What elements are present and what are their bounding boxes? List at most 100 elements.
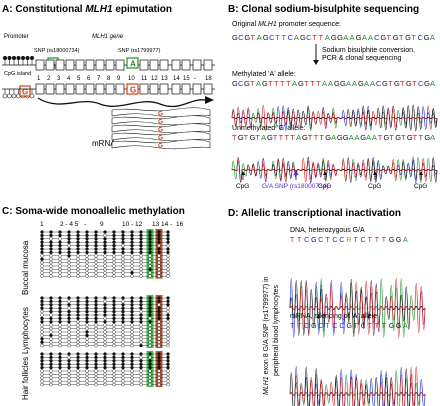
cpg-dot [85,260,89,265]
cpg-dot [40,323,44,327]
cpg-dot [76,254,80,258]
cpg-dot [58,323,62,327]
cpg-dot [112,264,116,268]
cpg-dot [103,299,107,304]
cpg-dot [166,323,170,327]
cpg-dot [103,230,107,234]
exon-box [85,83,95,95]
exon-box [115,83,125,95]
cpg-dot [94,309,98,314]
exon-box [65,83,75,95]
base-letter: A [322,79,327,88]
exon8-g-text: G [130,86,136,95]
cpg-dot [139,264,143,268]
cpg-dot [148,376,152,380]
cpg-dot [49,296,53,300]
cpg-dot [112,359,116,363]
cpg-dot [94,355,98,360]
transcription-arrow [37,97,206,108]
cpg-dot [40,326,44,331]
cpg-dot [58,306,62,310]
cpg-dot [49,309,53,314]
cpg-dot [67,254,71,258]
base-letter: A [257,33,262,42]
cpg-dot [40,362,44,366]
cpg-dot [157,240,161,244]
cpg-dot [148,330,152,334]
cpg-dot [58,257,62,261]
cpg-dot [139,250,143,255]
exon8-a-box [126,57,139,69]
base-letter: G [424,133,430,142]
cpg-dot [103,240,107,244]
cpg-dot [166,271,170,275]
base-letter: T [319,33,324,42]
column-label: 10 - 12 [122,221,143,228]
trace-line [231,157,438,183]
cpg-dot [67,337,71,341]
exon-box [159,59,169,71]
cpg-dot [103,316,107,321]
cpg-dot [130,359,134,363]
cpg-dot [103,382,107,387]
exon-number: 6 [87,76,91,82]
cpg-dot [49,343,53,348]
base-letter: T [304,79,309,88]
cpg-dot [121,237,125,241]
cpg-dot [112,340,116,344]
exon-box [139,83,149,95]
cpg-dot [157,320,161,324]
cpg-dot [85,250,89,255]
promoter-label: Promoter [4,34,29,40]
cpg-dot [67,313,71,317]
cpg-dot [94,250,98,255]
cpg-dot [157,303,161,307]
cpg-dot [40,250,44,255]
cpg-dot [121,365,125,370]
cpg-dot [166,237,170,241]
cpg-dot [166,254,170,258]
base-letter: C [318,237,323,244]
cpg-label: CpG [318,183,331,190]
cpg-dot [76,313,80,317]
cpg-dot [58,376,62,380]
exon-number: 8 [107,76,111,82]
cpg-dot [58,330,62,334]
base-letter: A [362,33,367,42]
snp-label: G/A SNP (rs18000734) [262,183,328,190]
cpg-dot [58,340,62,344]
base-letter: G [424,33,430,42]
tissue-buccal: Buccal mucosa [21,240,30,295]
cpg-dot [58,313,62,317]
gene-label: MLH1 gene [92,34,124,40]
cpg-dot [76,372,80,377]
cpg-dot [58,233,62,238]
base-letter: C [304,237,309,244]
mrna-allele-g: G [158,127,163,134]
cpg-dot [40,355,44,360]
cpg-dot [49,337,53,341]
cpg-dot [130,260,134,265]
base-letter: A [328,79,333,88]
cpg-dot [139,299,143,304]
base-letter: T [413,133,418,142]
unmethylated-cpg-dot [29,93,35,99]
cpg-dot [130,247,134,251]
cpg-dot [157,365,161,370]
tissue-lymphocytes: Lymphocytes [21,307,30,354]
snp1-label: SNP (rs18000734) [34,48,80,54]
methylated-cpg-dot [21,56,25,60]
allele-g-text-left: G [22,88,28,97]
cpg-dot [85,369,89,373]
cpg-dot [94,333,98,338]
base-letter: A [261,133,266,142]
methylated-cpg-dot [30,56,34,60]
cpg-dot [148,337,152,341]
cpg-dot [112,309,116,314]
cpg-dot [58,316,62,321]
cpg-dot [166,274,170,278]
cpg-dot [121,323,125,327]
cpg-dot [130,362,134,366]
cpg-dot [157,316,161,321]
cpg-dot [67,343,71,348]
